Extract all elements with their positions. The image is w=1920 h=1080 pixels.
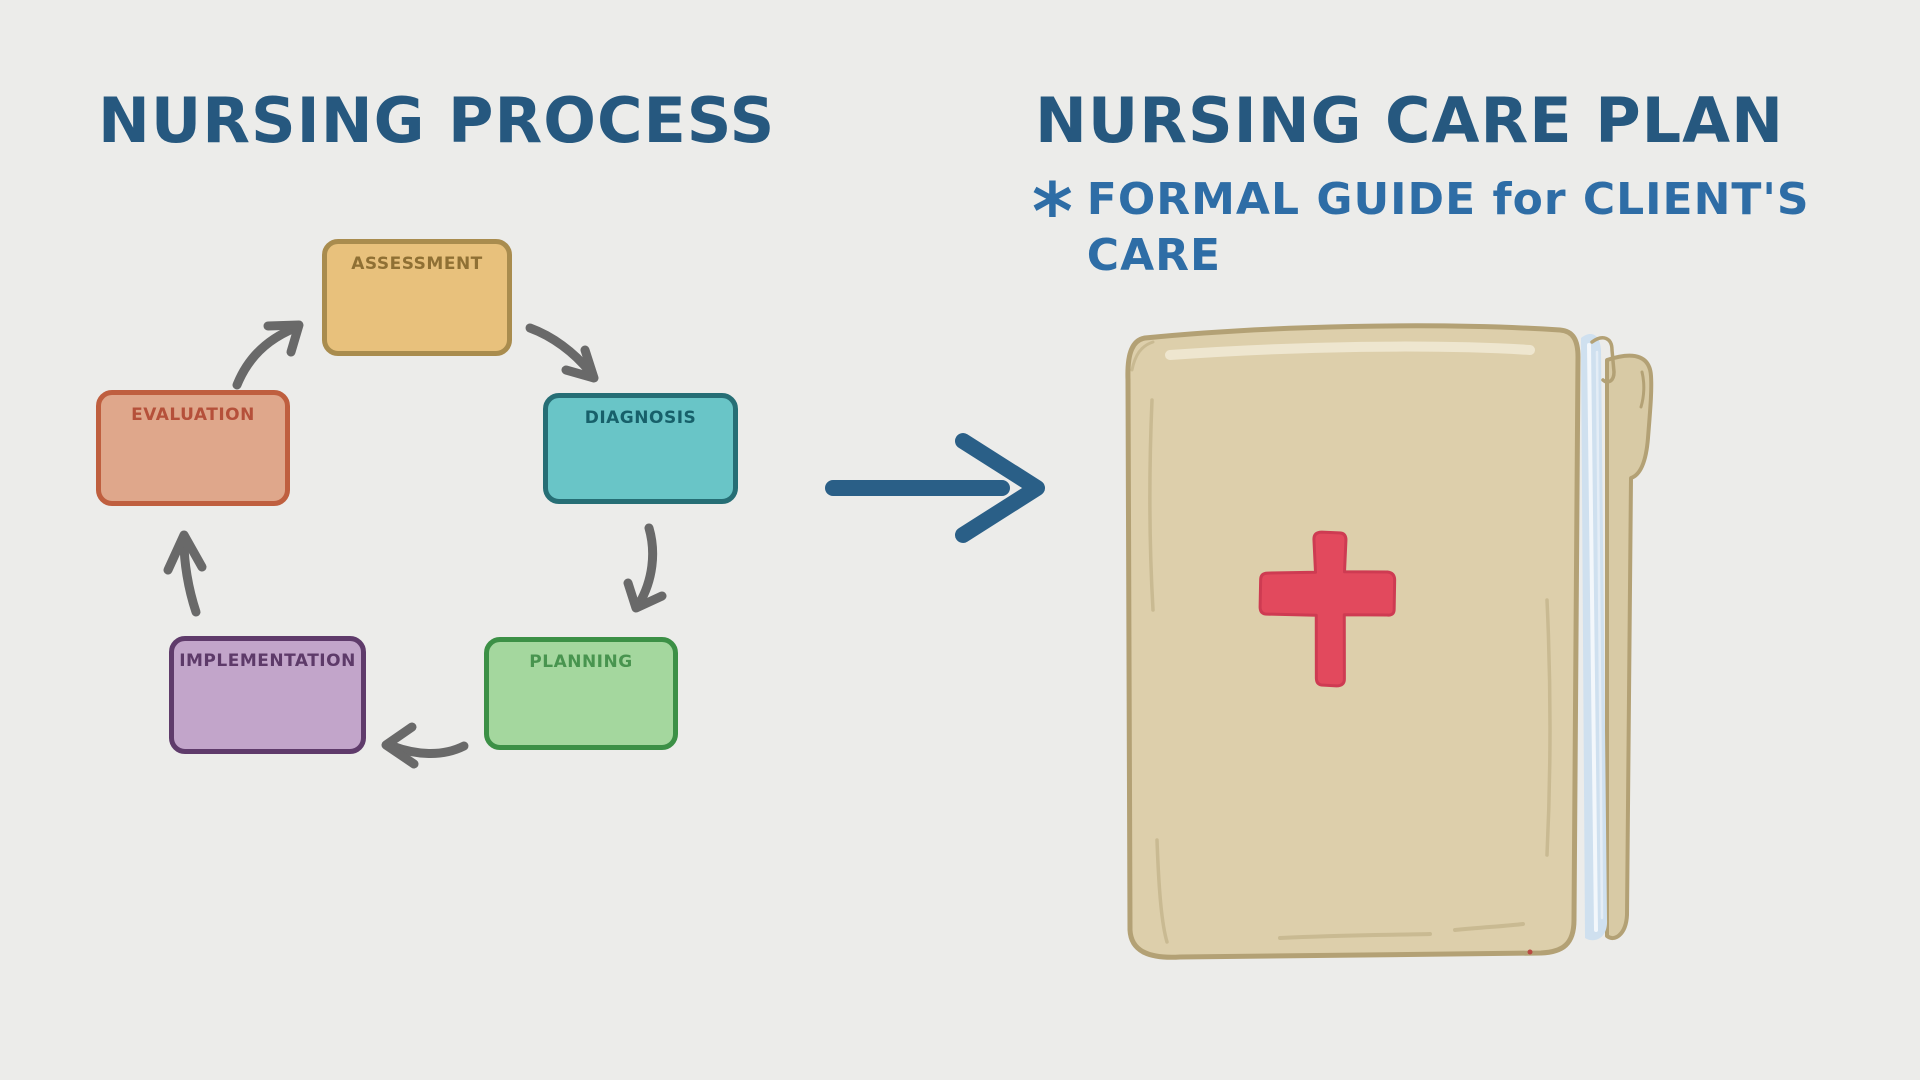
arrow-assessment-to-diagnosis (525, 323, 599, 383)
cycle-node-label: PLANNING (529, 652, 633, 672)
cycle-node-planning: PLANNING (484, 637, 678, 750)
book-back-cover (1605, 353, 1654, 941)
arrow-evaluation-to-assessment (232, 320, 304, 390)
note-line-2: CARE (1086, 230, 1222, 282)
asterisk-bullet-icon: * (1032, 168, 1073, 258)
arrow-planning-to-implementation (381, 722, 469, 769)
nursing-care-plan-title: NURSING CARE PLAN (1035, 84, 1785, 157)
cycle-node-label: IMPLEMENTATION (179, 651, 356, 671)
nursing-process-title: NURSING PROCESS (98, 84, 776, 157)
cycle-node-evaluation: EVALUATION (96, 390, 290, 506)
cycle-node-label: EVALUATION (131, 405, 255, 425)
cycle-node-label: DIAGNOSIS (584, 408, 697, 428)
process-to-plan-arrow (825, 433, 1045, 543)
arrow-diagnosis-to-planning (623, 523, 667, 613)
medical-cross-icon (1258, 530, 1397, 688)
care-plan-note: * FORMAL GUIDE for CLIENT'S CARE (1032, 172, 1810, 285)
cycle-node-implementation: IMPLEMENTATION (169, 636, 366, 754)
care-plan-book-illustration (1125, 323, 1654, 960)
note-line-1: FORMAL GUIDE for CLIENT'S (1086, 174, 1810, 225)
cycle-node-diagnosis: DIAGNOSIS (543, 393, 738, 504)
cycle-node-assessment: ASSESSMENT (322, 239, 512, 356)
book-front-cover (1125, 323, 1581, 960)
book-pages (1581, 334, 1608, 941)
arrow-implementation-to-evaluation (163, 530, 207, 617)
cycle-node-label: ASSESSMENT (351, 254, 483, 274)
